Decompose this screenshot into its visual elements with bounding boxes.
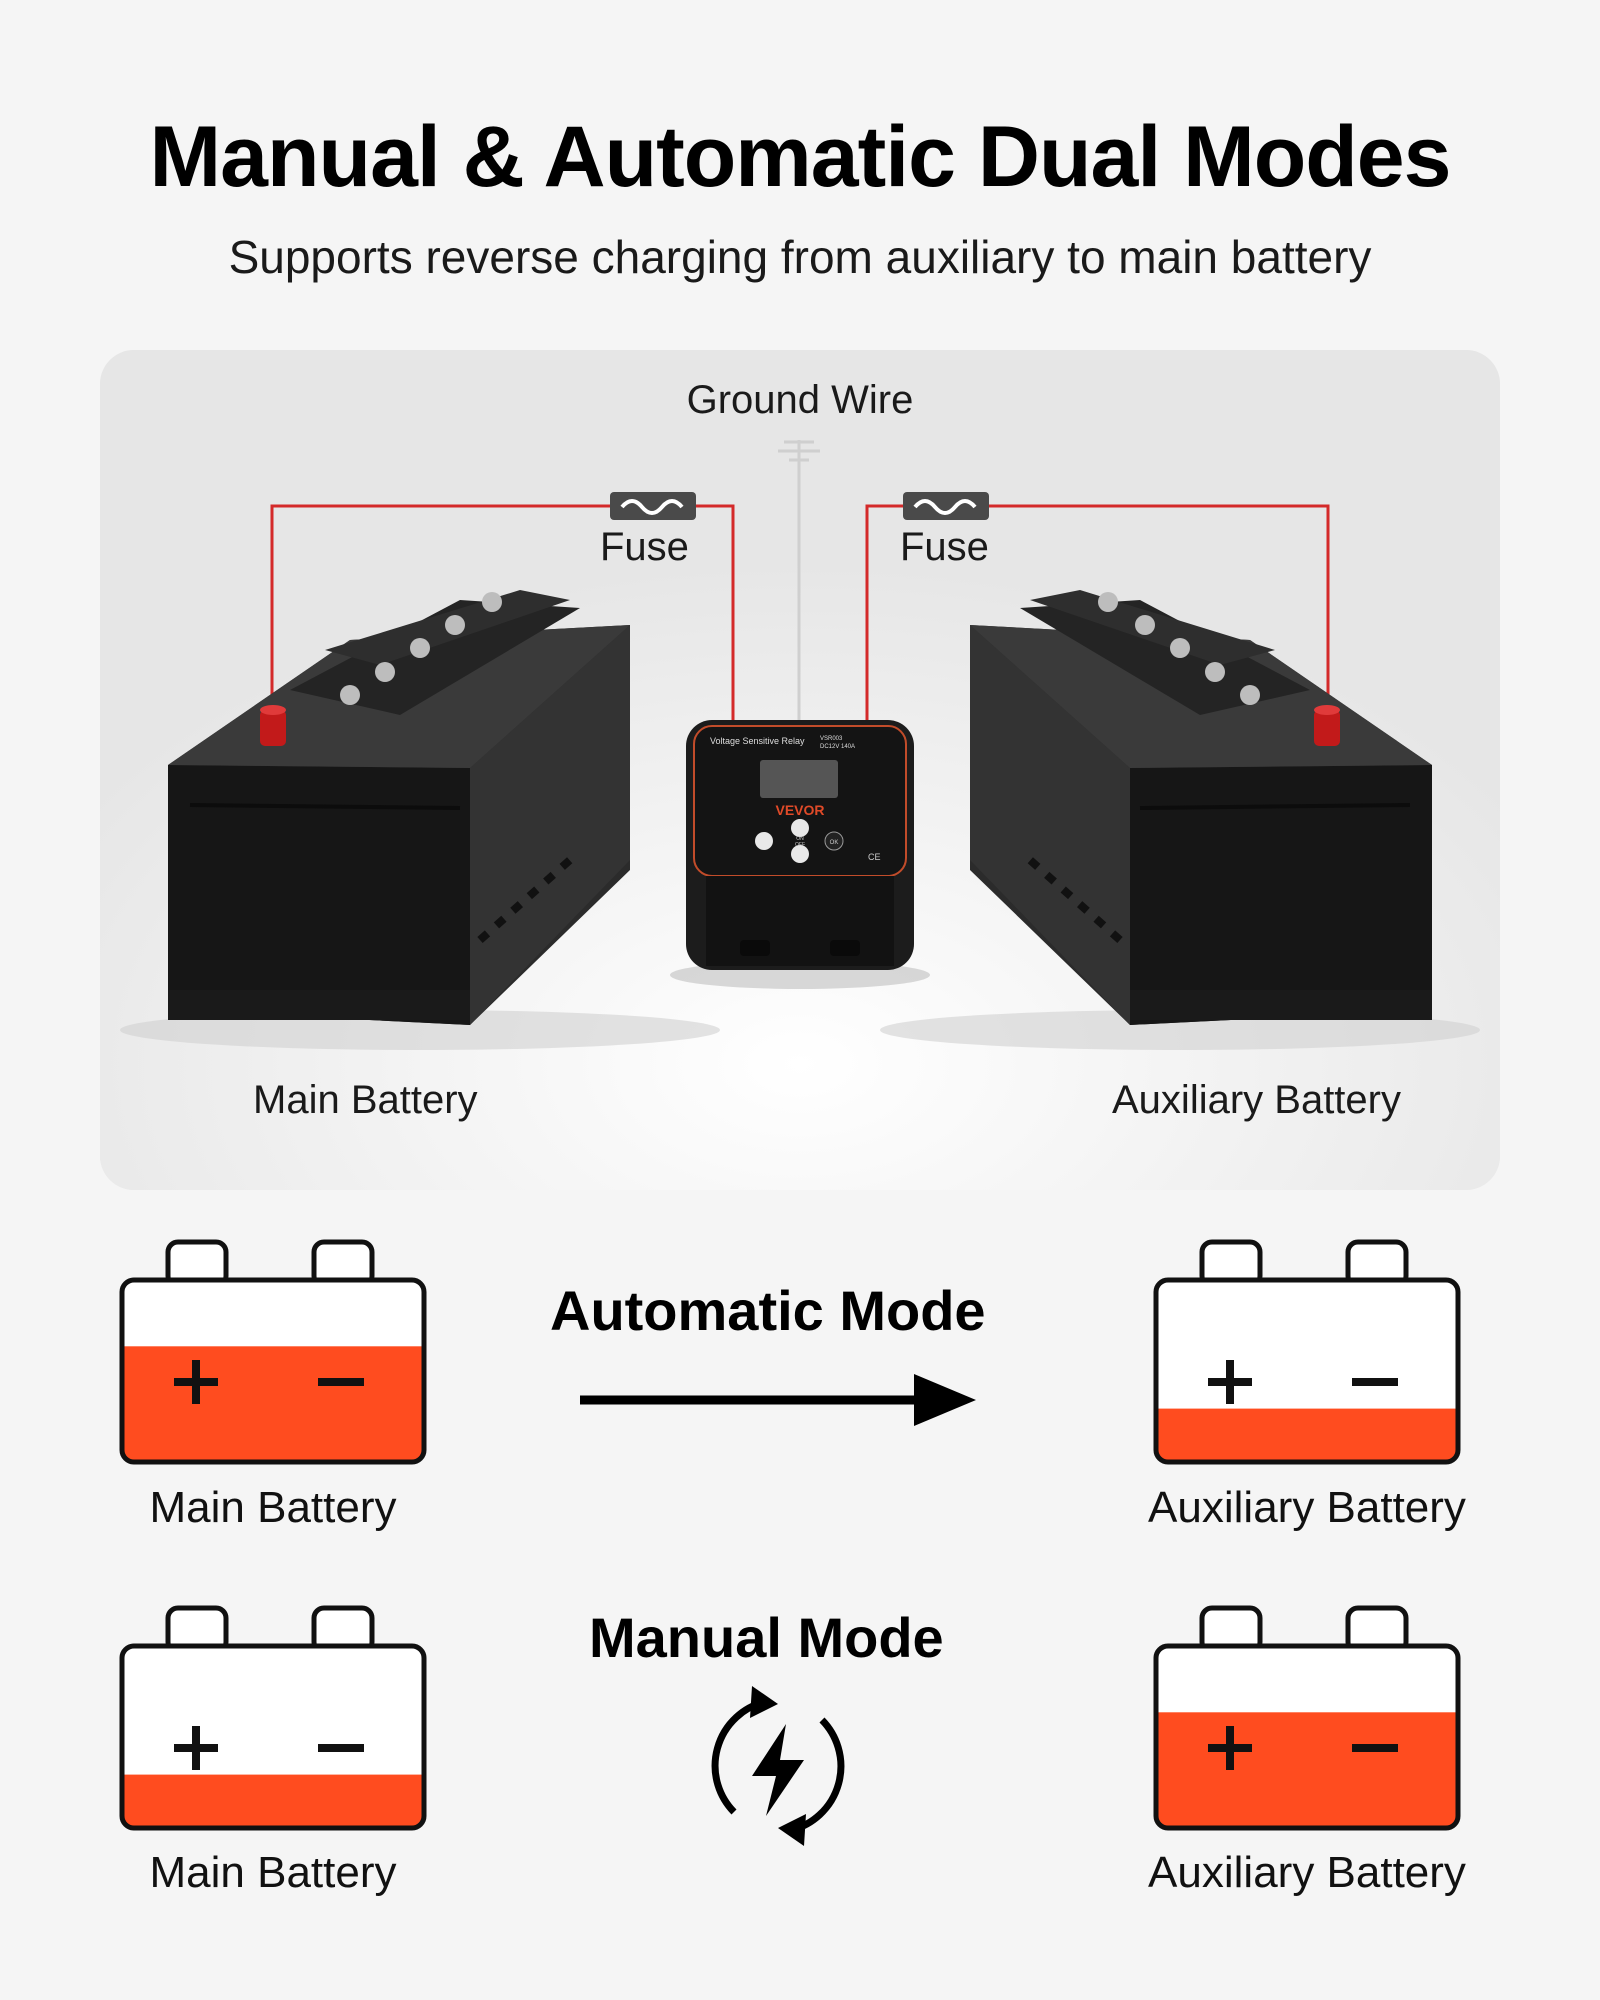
relay-ce-mark: CE <box>868 852 881 862</box>
minus-sign-icon <box>1352 1378 1398 1386</box>
relay-down-button <box>791 845 809 863</box>
page-subtitle: Supports reverse charging from auxiliary… <box>228 231 1372 283</box>
left-positive-wire <box>270 504 735 722</box>
relay-rating-text: DC12V 140A <box>820 744 855 750</box>
manual-aux-battery-icon <box>1153 1605 1461 1831</box>
ground-wire-label: Ground Wire <box>686 378 914 422</box>
manual-main-battery-icon <box>119 1605 427 1831</box>
auto-main-battery-label: Main Battery <box>149 1483 397 1532</box>
main-battery-image <box>120 590 720 1050</box>
plus-sign-icon <box>192 1360 200 1404</box>
manual-aux-battery-label: Auxiliary Battery <box>1148 1848 1466 1897</box>
manual-main-battery-label: Main Battery <box>149 1848 397 1897</box>
plus-sign-icon <box>1226 1726 1234 1770</box>
minus-sign-icon <box>318 1378 364 1386</box>
relay-on-label: ON <box>796 836 804 842</box>
automatic-mode-title: Automatic Mode <box>550 1279 986 1342</box>
left-fuse-icon <box>610 492 696 520</box>
relay-up-button <box>791 819 809 837</box>
fuse-left-label: Fuse <box>600 525 689 569</box>
wiring-diagram-panel: Voltage Sensitive Relay VSR003 DC12V 140… <box>100 350 1500 1190</box>
auto-aux-battery-label: Auxiliary Battery <box>1148 1483 1466 1532</box>
relay-device: Voltage Sensitive Relay VSR003 DC12V 140… <box>670 720 930 989</box>
relay-mode-button <box>755 832 773 850</box>
auto-main-battery-icon <box>119 1239 427 1465</box>
right-fuse-icon <box>903 492 989 520</box>
battery-charge-fill <box>1156 1712 1458 1828</box>
battery-charge-fill <box>122 1774 424 1828</box>
relay-off-label: OFF <box>795 842 805 848</box>
battery-charge-fill <box>122 1346 424 1462</box>
relay-ok-label: OK <box>830 840 839 846</box>
battery-outline <box>119 1277 427 1465</box>
plus-sign-icon <box>192 1726 200 1770</box>
page-title: Manual & Automatic Dual Modes <box>149 109 1452 205</box>
right-positive-wire <box>865 504 1330 722</box>
auxiliary-battery-label: Auxiliary Battery <box>1112 1078 1401 1122</box>
right-arrow-icon <box>580 1374 976 1426</box>
battery-outline <box>1153 1643 1461 1831</box>
main-battery-label: Main Battery <box>253 1078 478 1122</box>
auxiliary-battery-image <box>880 590 1480 1050</box>
plus-sign-icon <box>1226 1360 1234 1404</box>
relay-display <box>760 760 838 798</box>
relay-model-text: VSR003 <box>820 736 843 742</box>
charging-cycle-icon <box>711 1686 845 1846</box>
manual-mode-title: Manual Mode <box>589 1606 944 1669</box>
fuse-right-label: Fuse <box>900 525 989 569</box>
battery-outline <box>119 1643 427 1831</box>
battery-charge-fill <box>1156 1408 1458 1462</box>
minus-sign-icon <box>1352 1744 1398 1752</box>
relay-ok-button <box>824 831 844 851</box>
minus-sign-icon <box>318 1744 364 1752</box>
ground-wire <box>778 440 820 722</box>
relay-header-text: Voltage Sensitive Relay <box>710 736 805 746</box>
auto-aux-battery-icon <box>1153 1239 1461 1465</box>
battery-outline <box>1153 1277 1461 1465</box>
relay-brand-logo: VEVOR <box>775 802 824 818</box>
wiring-diagram: Voltage Sensitive Relay VSR003 DC12V 140… <box>100 350 1500 1190</box>
